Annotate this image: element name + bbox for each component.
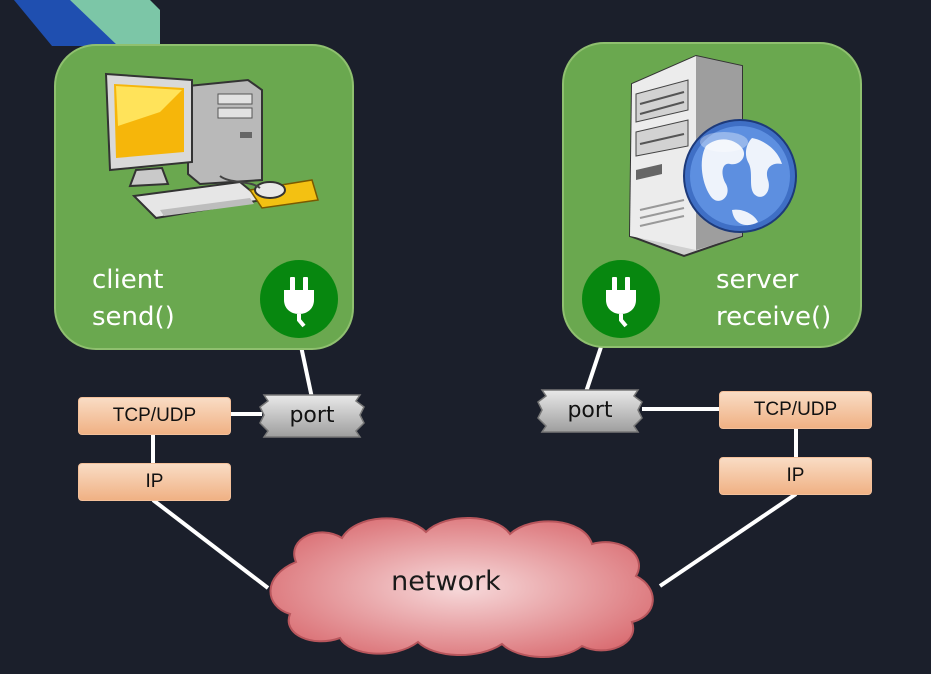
network-label: network bbox=[391, 566, 501, 597]
cloud-icon bbox=[269, 516, 654, 658]
power-plug-icon bbox=[606, 277, 636, 328]
server-call-label: receive() bbox=[716, 302, 832, 332]
power-plug-icon bbox=[284, 277, 314, 328]
server-port-shape bbox=[537, 389, 643, 433]
client-role-label: client bbox=[92, 265, 164, 295]
web-server-icon bbox=[628, 54, 797, 258]
client-port-label: port bbox=[289, 403, 335, 428]
server-tcp-udp-box: TCP/UDP bbox=[719, 391, 872, 429]
server-role-label: server bbox=[716, 265, 799, 295]
desktop-computer-icon bbox=[104, 72, 319, 220]
server-port-label: port bbox=[567, 398, 613, 423]
client-ip-network-line bbox=[151, 498, 270, 590]
server-plug bbox=[582, 260, 660, 338]
client-tcp-udp-box: TCP/UDP bbox=[78, 397, 231, 435]
server-ip-network-line bbox=[658, 492, 798, 588]
corner-decoration bbox=[14, 0, 160, 46]
client-plug bbox=[260, 260, 338, 338]
server-ip-box: IP bbox=[719, 457, 872, 495]
client-port-shape bbox=[259, 394, 365, 438]
client-call-label: send() bbox=[92, 302, 175, 332]
client-ip-box: IP bbox=[78, 463, 231, 501]
